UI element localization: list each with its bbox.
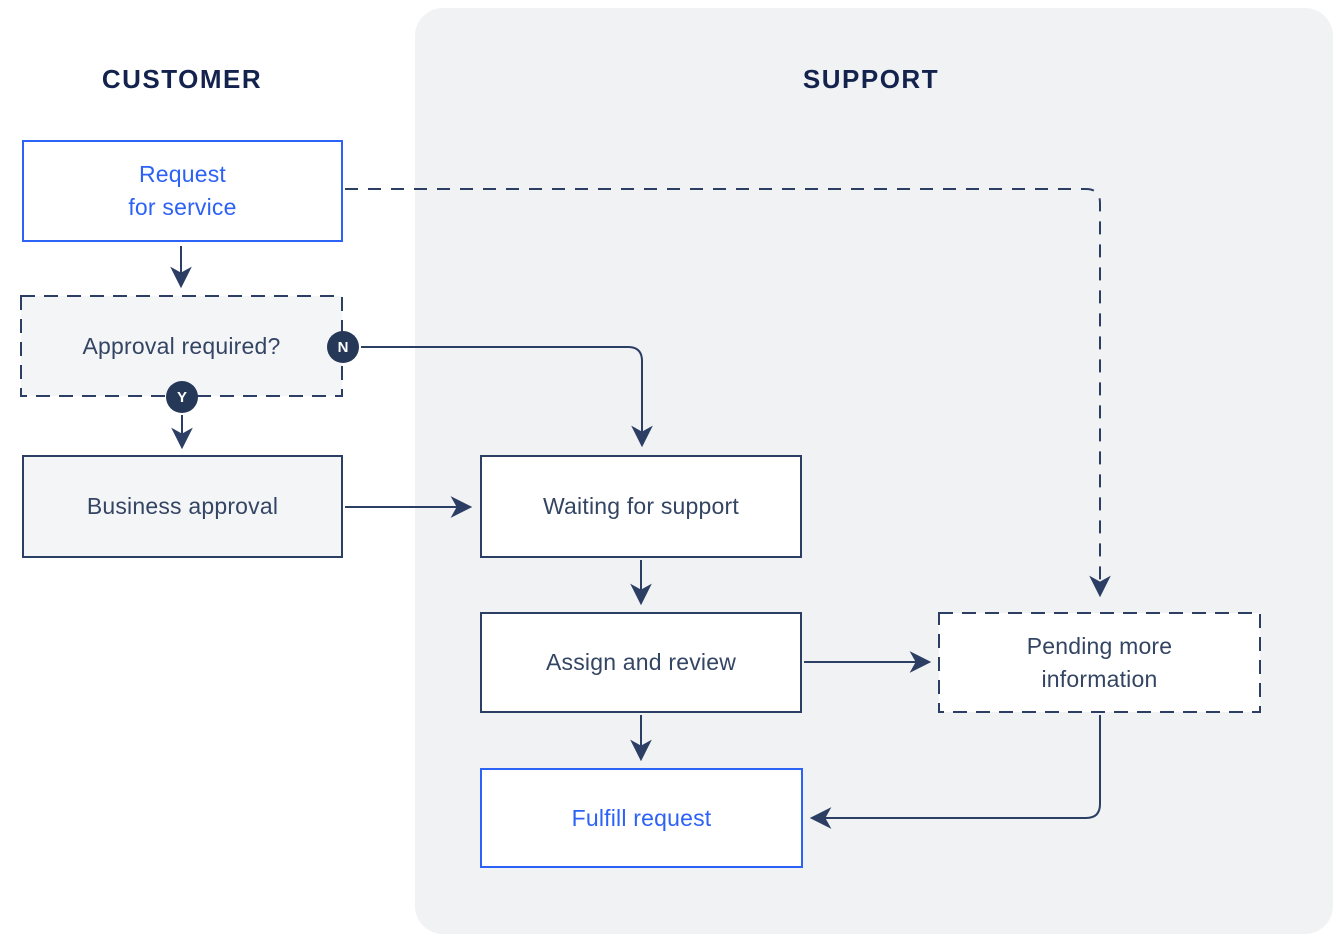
node-approval-required: Approval required? [20,295,343,397]
decision-badge-yes: Y [166,381,198,413]
decision-badge-yes-label: Y [176,388,187,406]
node-approval-label: Approval required? [82,332,281,359]
node-waiting-for-support: Waiting for support [480,455,802,558]
connector-request-to-pending-dashed [345,188,1111,598]
lane-header-support: SUPPORT [802,64,940,94]
node-assign-and-review: Assign and review [480,612,802,713]
node-pending-more-information: Pending more information [938,612,1261,713]
node-request-for-service: Request for service [22,140,343,242]
pending-node-dashed-outline [938,612,1261,713]
node-fulfill-request: Fulfill request [480,768,803,868]
node-request-label: Request for service [128,161,237,220]
decision-badge-no-label: N [337,338,349,356]
node-business-label: Business approval [86,493,279,520]
node-fulfill-label: Fulfill request [571,804,712,831]
node-pending-label: Pending more information [1026,632,1173,692]
decision-badge-no: N [327,331,359,363]
lane-header-customer: CUSTOMER [101,64,263,94]
node-waiting-label: Waiting for support [543,493,739,520]
connector-pending-to-fulfill [809,715,1101,829]
connector-approval-no-to-waiting [361,346,653,448]
node-assign-label: Assign and review [545,649,737,676]
node-business-approval: Business approval [22,455,343,558]
